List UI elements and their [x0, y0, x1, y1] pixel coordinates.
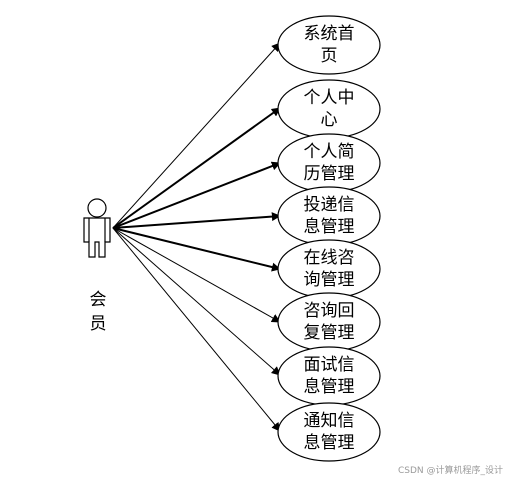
actor-label-line2: 员: [89, 314, 107, 334]
actor-body: [83, 217, 111, 258]
watermark: CSDN @计算机程序_设计: [397, 466, 503, 476]
use-case-label-line2: 复管理: [303, 323, 355, 343]
actor-head: [87, 198, 107, 218]
use-case-label-line1: 面试信: [303, 355, 355, 375]
use-case-label-line2: 页: [320, 46, 338, 66]
association-arrow-6: [112, 227, 281, 323]
use-case-label-online-consult: 在线咨 询管理: [287, 247, 371, 291]
use-case-label-line2: 历管理: [303, 164, 355, 184]
use-case-label-interview: 面试信 息管理: [287, 354, 371, 398]
associations: [112, 42, 281, 432]
actor-label-line1: 会: [89, 290, 107, 310]
use-case-label-line2: 息管理: [303, 377, 355, 397]
use-case-label-resume: 个人简 历管理: [287, 141, 371, 185]
use-case-label-line1: 通知信: [303, 411, 355, 431]
use-case-ellipses: [277, 15, 381, 462]
actor-label: 会 员: [80, 288, 116, 336]
use-case-label-notice: 通知信 息管理: [287, 410, 371, 454]
association-arrow-5: [112, 227, 281, 272]
association-arrow-2: [112, 107, 281, 229]
association-arrow-3: [112, 161, 281, 229]
actor-figure: [83, 198, 111, 258]
association-arrow-1: [112, 42, 281, 229]
use-case-label-line1: 个人简: [303, 142, 355, 162]
use-case-label-line1: 咨询回: [303, 301, 355, 321]
use-case-label-line1: 在线咨: [303, 248, 355, 268]
use-case-label-line2: 询管理: [303, 270, 355, 290]
association-arrow-7: [112, 227, 281, 376]
use-case-label-line1: 个人中: [303, 88, 355, 108]
use-case-label-delivery: 投递信 息管理: [287, 194, 371, 238]
use-case-label-line2: 心: [320, 110, 338, 130]
use-case-label-line1: 投递信: [303, 195, 355, 215]
use-case-label-personal-center: 个人中 心: [287, 87, 371, 131]
use-case-label-line2: 息管理: [303, 433, 355, 453]
use-case-label-line1: 系统首: [303, 24, 355, 44]
use-case-label-line2: 息管理: [303, 217, 355, 237]
use-case-ellipse-8: [277, 402, 381, 462]
association-arrow-4: [112, 212, 281, 229]
use-case-label-home: 系统首 页: [287, 23, 371, 67]
use-case-ellipse-1: [277, 15, 381, 75]
use-case-label-consult-reply: 咨询回 复管理: [287, 300, 371, 344]
association-arrow-8: [112, 227, 281, 432]
